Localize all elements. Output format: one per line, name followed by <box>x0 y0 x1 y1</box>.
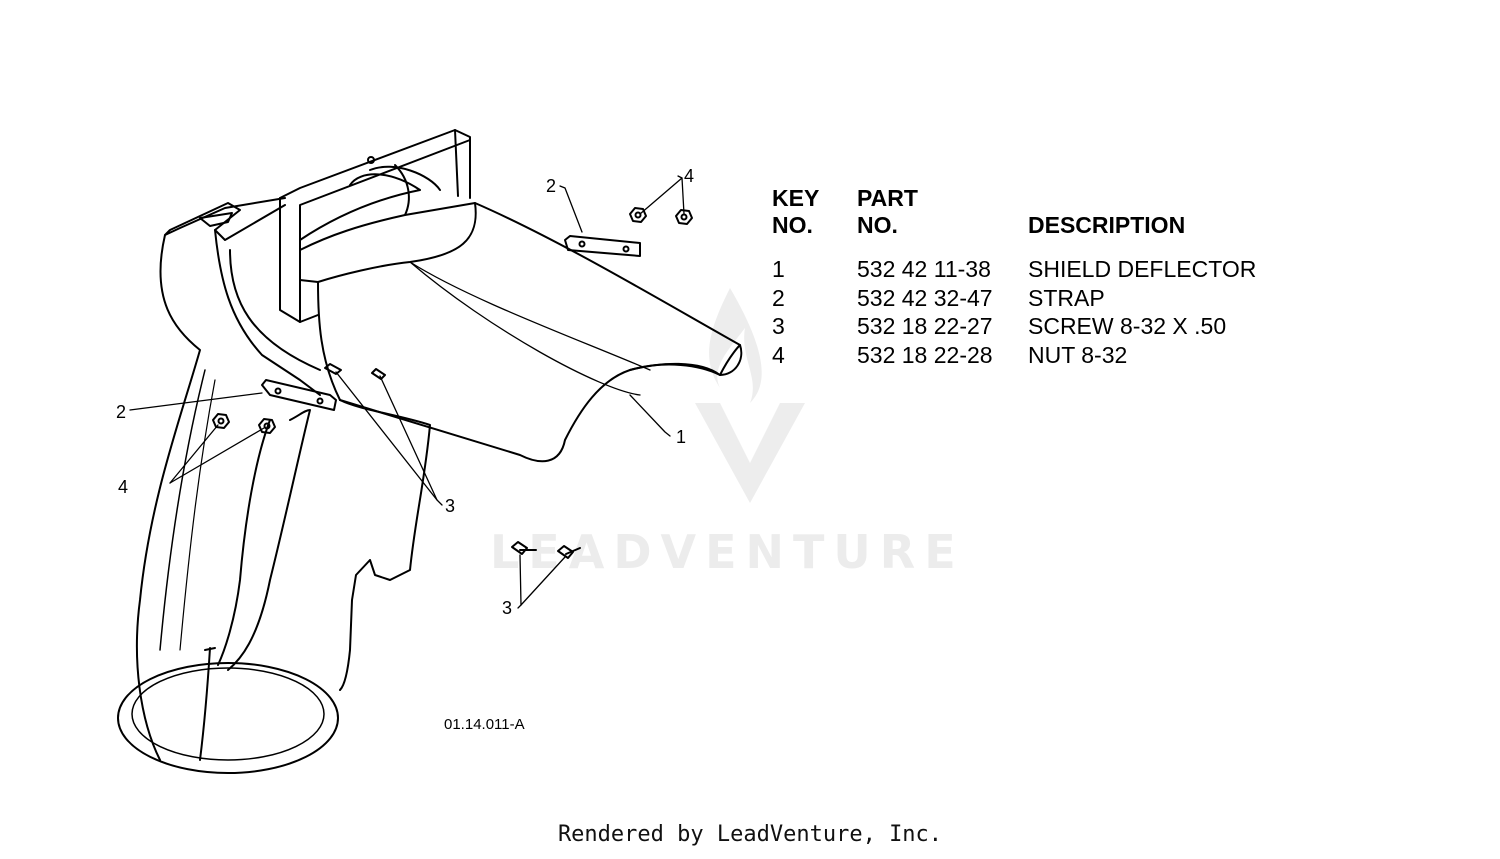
leadventure-logo-icon <box>695 288 805 503</box>
header-description: DESCRIPTION <box>1028 212 1186 238</box>
callout-1: 1 <box>676 427 686 447</box>
strap-exploded <box>564 235 641 257</box>
row-description: SHIELD DEFLECTOR <box>1028 256 1257 282</box>
callout-4-left: 4 <box>118 477 128 497</box>
row-key: 3 <box>772 313 785 339</box>
shield-deflector <box>299 202 743 463</box>
callout-3-mid: 3 <box>445 496 455 516</box>
row-key: 4 <box>772 341 785 368</box>
callout-2-left: 2 <box>116 402 126 422</box>
row-part-number: 532 18 22-28 <box>857 341 993 368</box>
row-description: SCREW 8-32 X .50 <box>1028 313 1227 339</box>
header-key: KEY NO. <box>772 185 820 238</box>
row-key: 2 <box>772 284 785 311</box>
top-bracket <box>279 129 471 199</box>
chute-base-ring <box>117 662 339 774</box>
callout-3-bottom: 3 <box>502 598 512 618</box>
row-description: STRAP <box>1028 284 1105 311</box>
diagram-code: 01.14.011-A <box>444 716 525 733</box>
row-part-number: 532 18 22-27 <box>857 313 993 339</box>
footer-credit: Rendered by LeadVenture, Inc. <box>557 822 943 847</box>
row-part-number: 532 42 32-47 <box>857 284 993 311</box>
row-key: 1 <box>772 256 785 282</box>
header-part: PART NO. <box>857 185 918 238</box>
strap-installed <box>261 379 337 411</box>
callout-2-top: 2 <box>546 176 556 196</box>
watermark-text: LEADVENTURE <box>490 525 965 579</box>
callout-4-top: 4 <box>684 166 694 186</box>
row-part-number: 532 42 11-38 <box>857 256 991 282</box>
row-description: NUT 8-32 <box>1028 341 1128 368</box>
